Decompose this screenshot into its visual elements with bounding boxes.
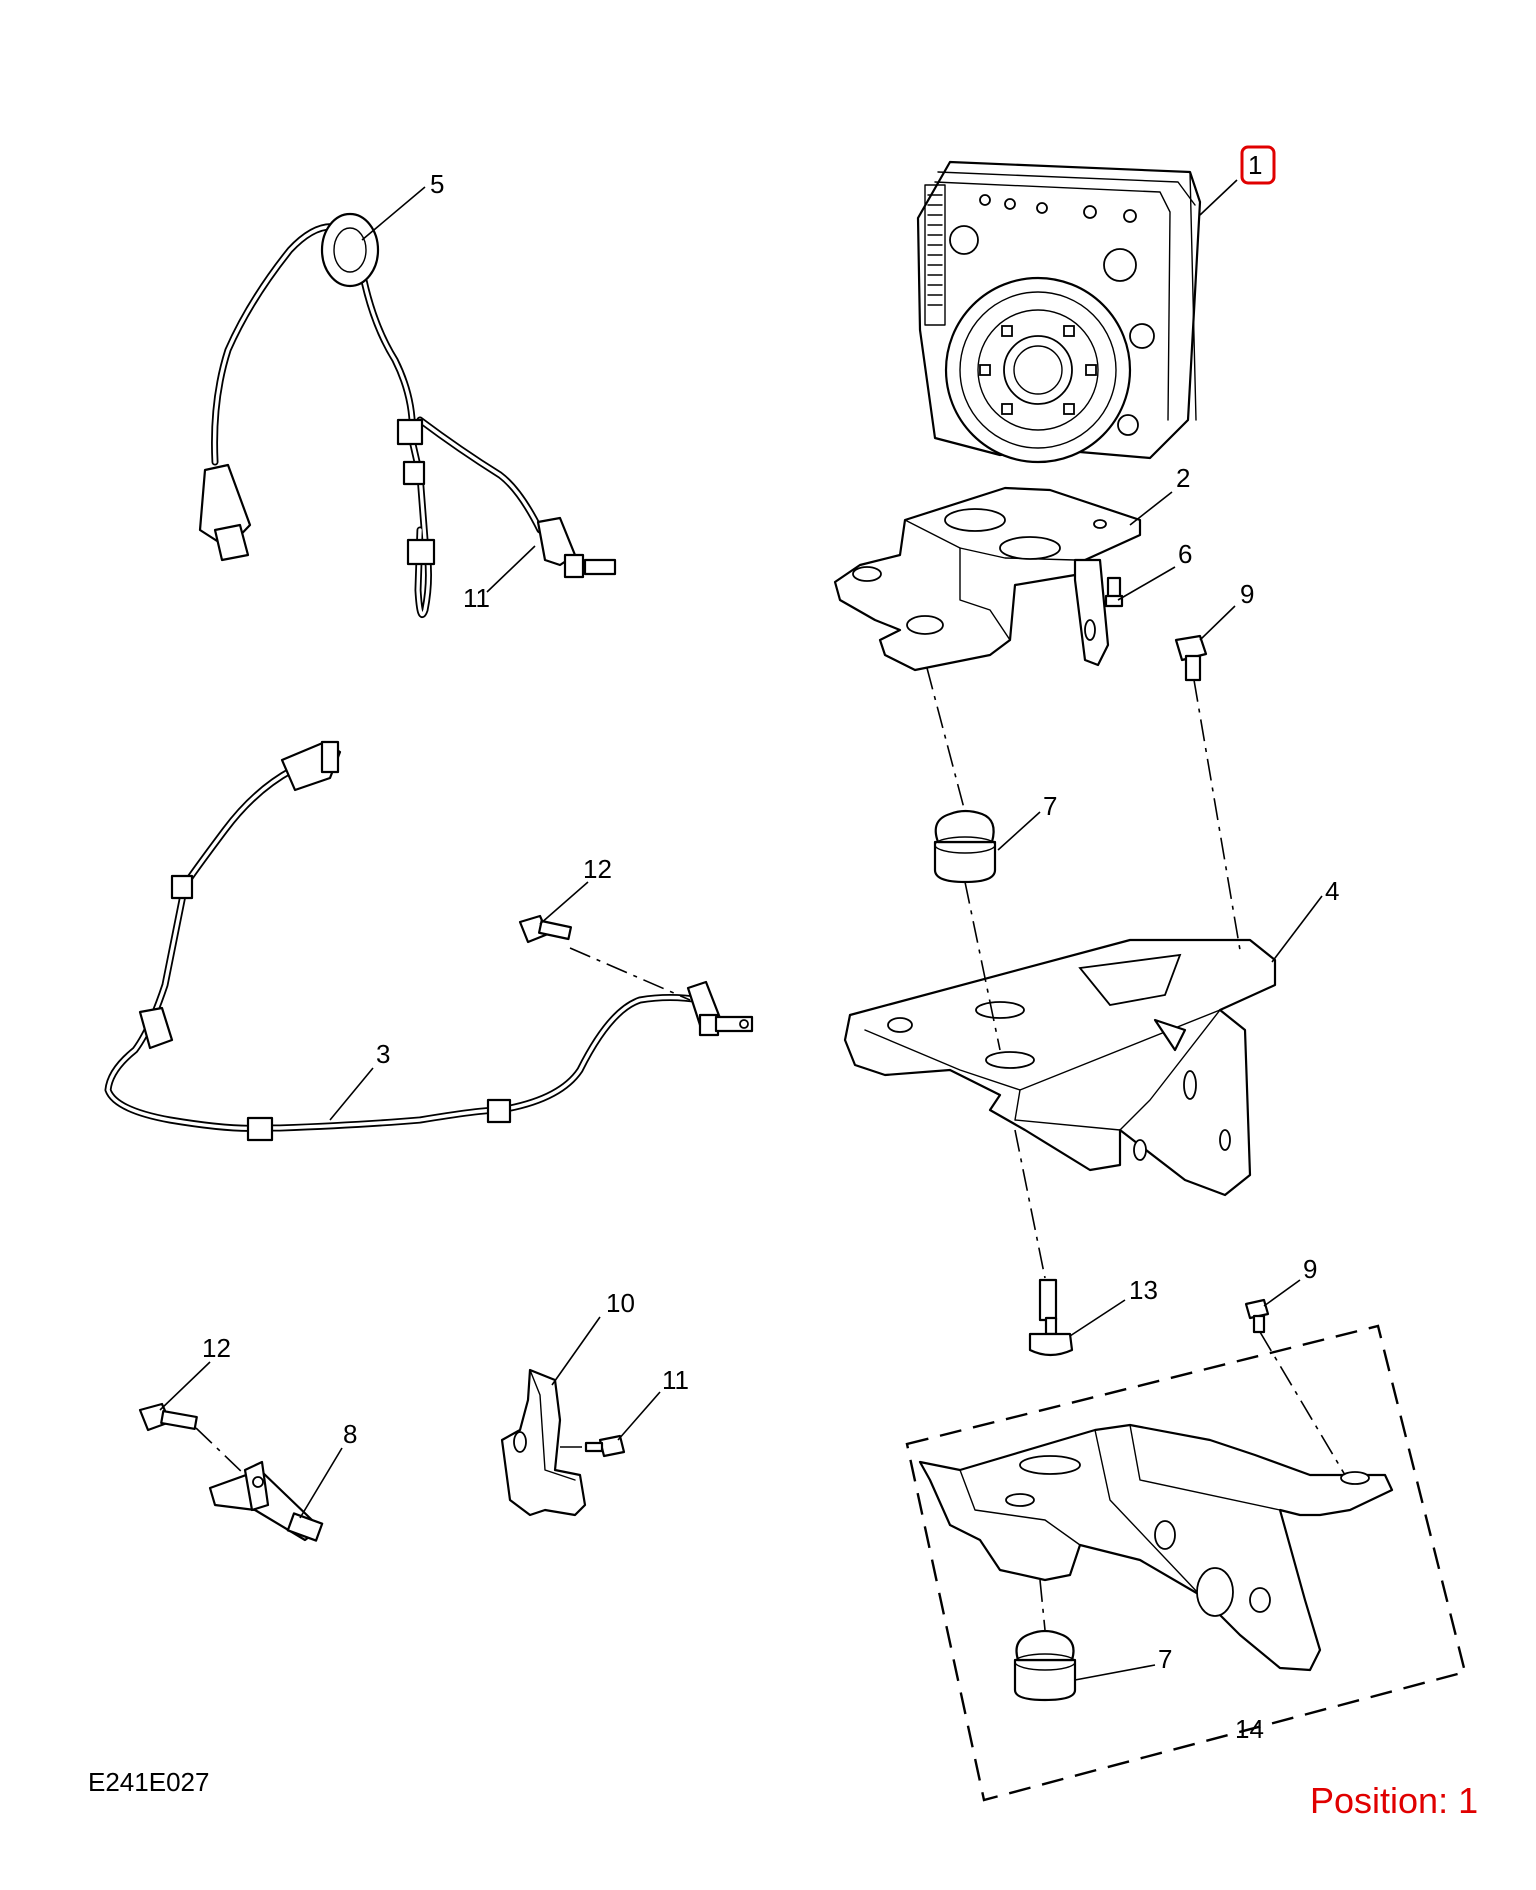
callout-3[interactable]: 3 [376, 1039, 390, 1069]
callout-6[interactable]: 6 [1178, 539, 1192, 569]
bolt-part-11-lower[interactable] [584, 1434, 626, 1458]
callout-12-lower[interactable]: 12 [202, 1333, 231, 1363]
front-wheel-speed-sensor-part-5[interactable] [198, 212, 617, 618]
rear-wheel-speed-sensor-part-3[interactable] [104, 740, 754, 1142]
rubber-isolator-part-7-lower[interactable] [1013, 1629, 1077, 1702]
callout-5[interactable]: 5 [430, 169, 444, 199]
callout-11-upper[interactable]: 11 [463, 583, 490, 613]
callout-7-upper[interactable]: 7 [1043, 791, 1057, 821]
assembly-center-lines [195, 667, 1346, 1631]
bolt-part-9-lower[interactable] [1244, 1298, 1270, 1334]
callout-9-upper[interactable]: 9 [1240, 579, 1254, 609]
bolt-part-6[interactable] [1104, 576, 1124, 608]
callout-1[interactable]: 1 [1248, 150, 1262, 180]
callout-2[interactable]: 2 [1176, 463, 1190, 493]
assembly-14-boundary [905, 1324, 1467, 1802]
callout-1-highlight [1240, 145, 1276, 185]
upper-bracket-part-2[interactable] [833, 486, 1142, 672]
stud-part-13[interactable] [1028, 1278, 1074, 1357]
rubber-isolator-part-7-upper[interactable] [933, 809, 997, 884]
diagram-code: E241E027 [88, 1767, 210, 1797]
callout-14[interactable]: 14 [1235, 1714, 1264, 1744]
bracket-part-10[interactable] [500, 1368, 587, 1517]
callout-8[interactable]: 8 [343, 1419, 357, 1449]
callout-9-lower[interactable]: 9 [1303, 1254, 1317, 1284]
leader-lines [159, 179, 1323, 1681]
callout-10[interactable]: 10 [606, 1288, 635, 1318]
callout-12-upper[interactable]: 12 [583, 854, 612, 884]
callout-13[interactable]: 13 [1129, 1275, 1158, 1305]
bolt-part-9-upper[interactable] [1174, 634, 1208, 682]
abs-modulator-part-1[interactable] [916, 160, 1202, 464]
callout-4[interactable]: 4 [1325, 876, 1339, 906]
callout-7-lower[interactable]: 7 [1158, 1644, 1172, 1674]
speed-sensor-part-8[interactable] [208, 1460, 324, 1542]
position-label: Position: 1 [1310, 1780, 1479, 1821]
bolt-part-12-lower[interactable] [138, 1402, 198, 1432]
main-bracket-part-4[interactable] [843, 938, 1277, 1197]
callout-11-lower[interactable]: 11 [662, 1365, 689, 1395]
lower-bracket-assembly-part-14[interactable] [918, 1423, 1394, 1672]
